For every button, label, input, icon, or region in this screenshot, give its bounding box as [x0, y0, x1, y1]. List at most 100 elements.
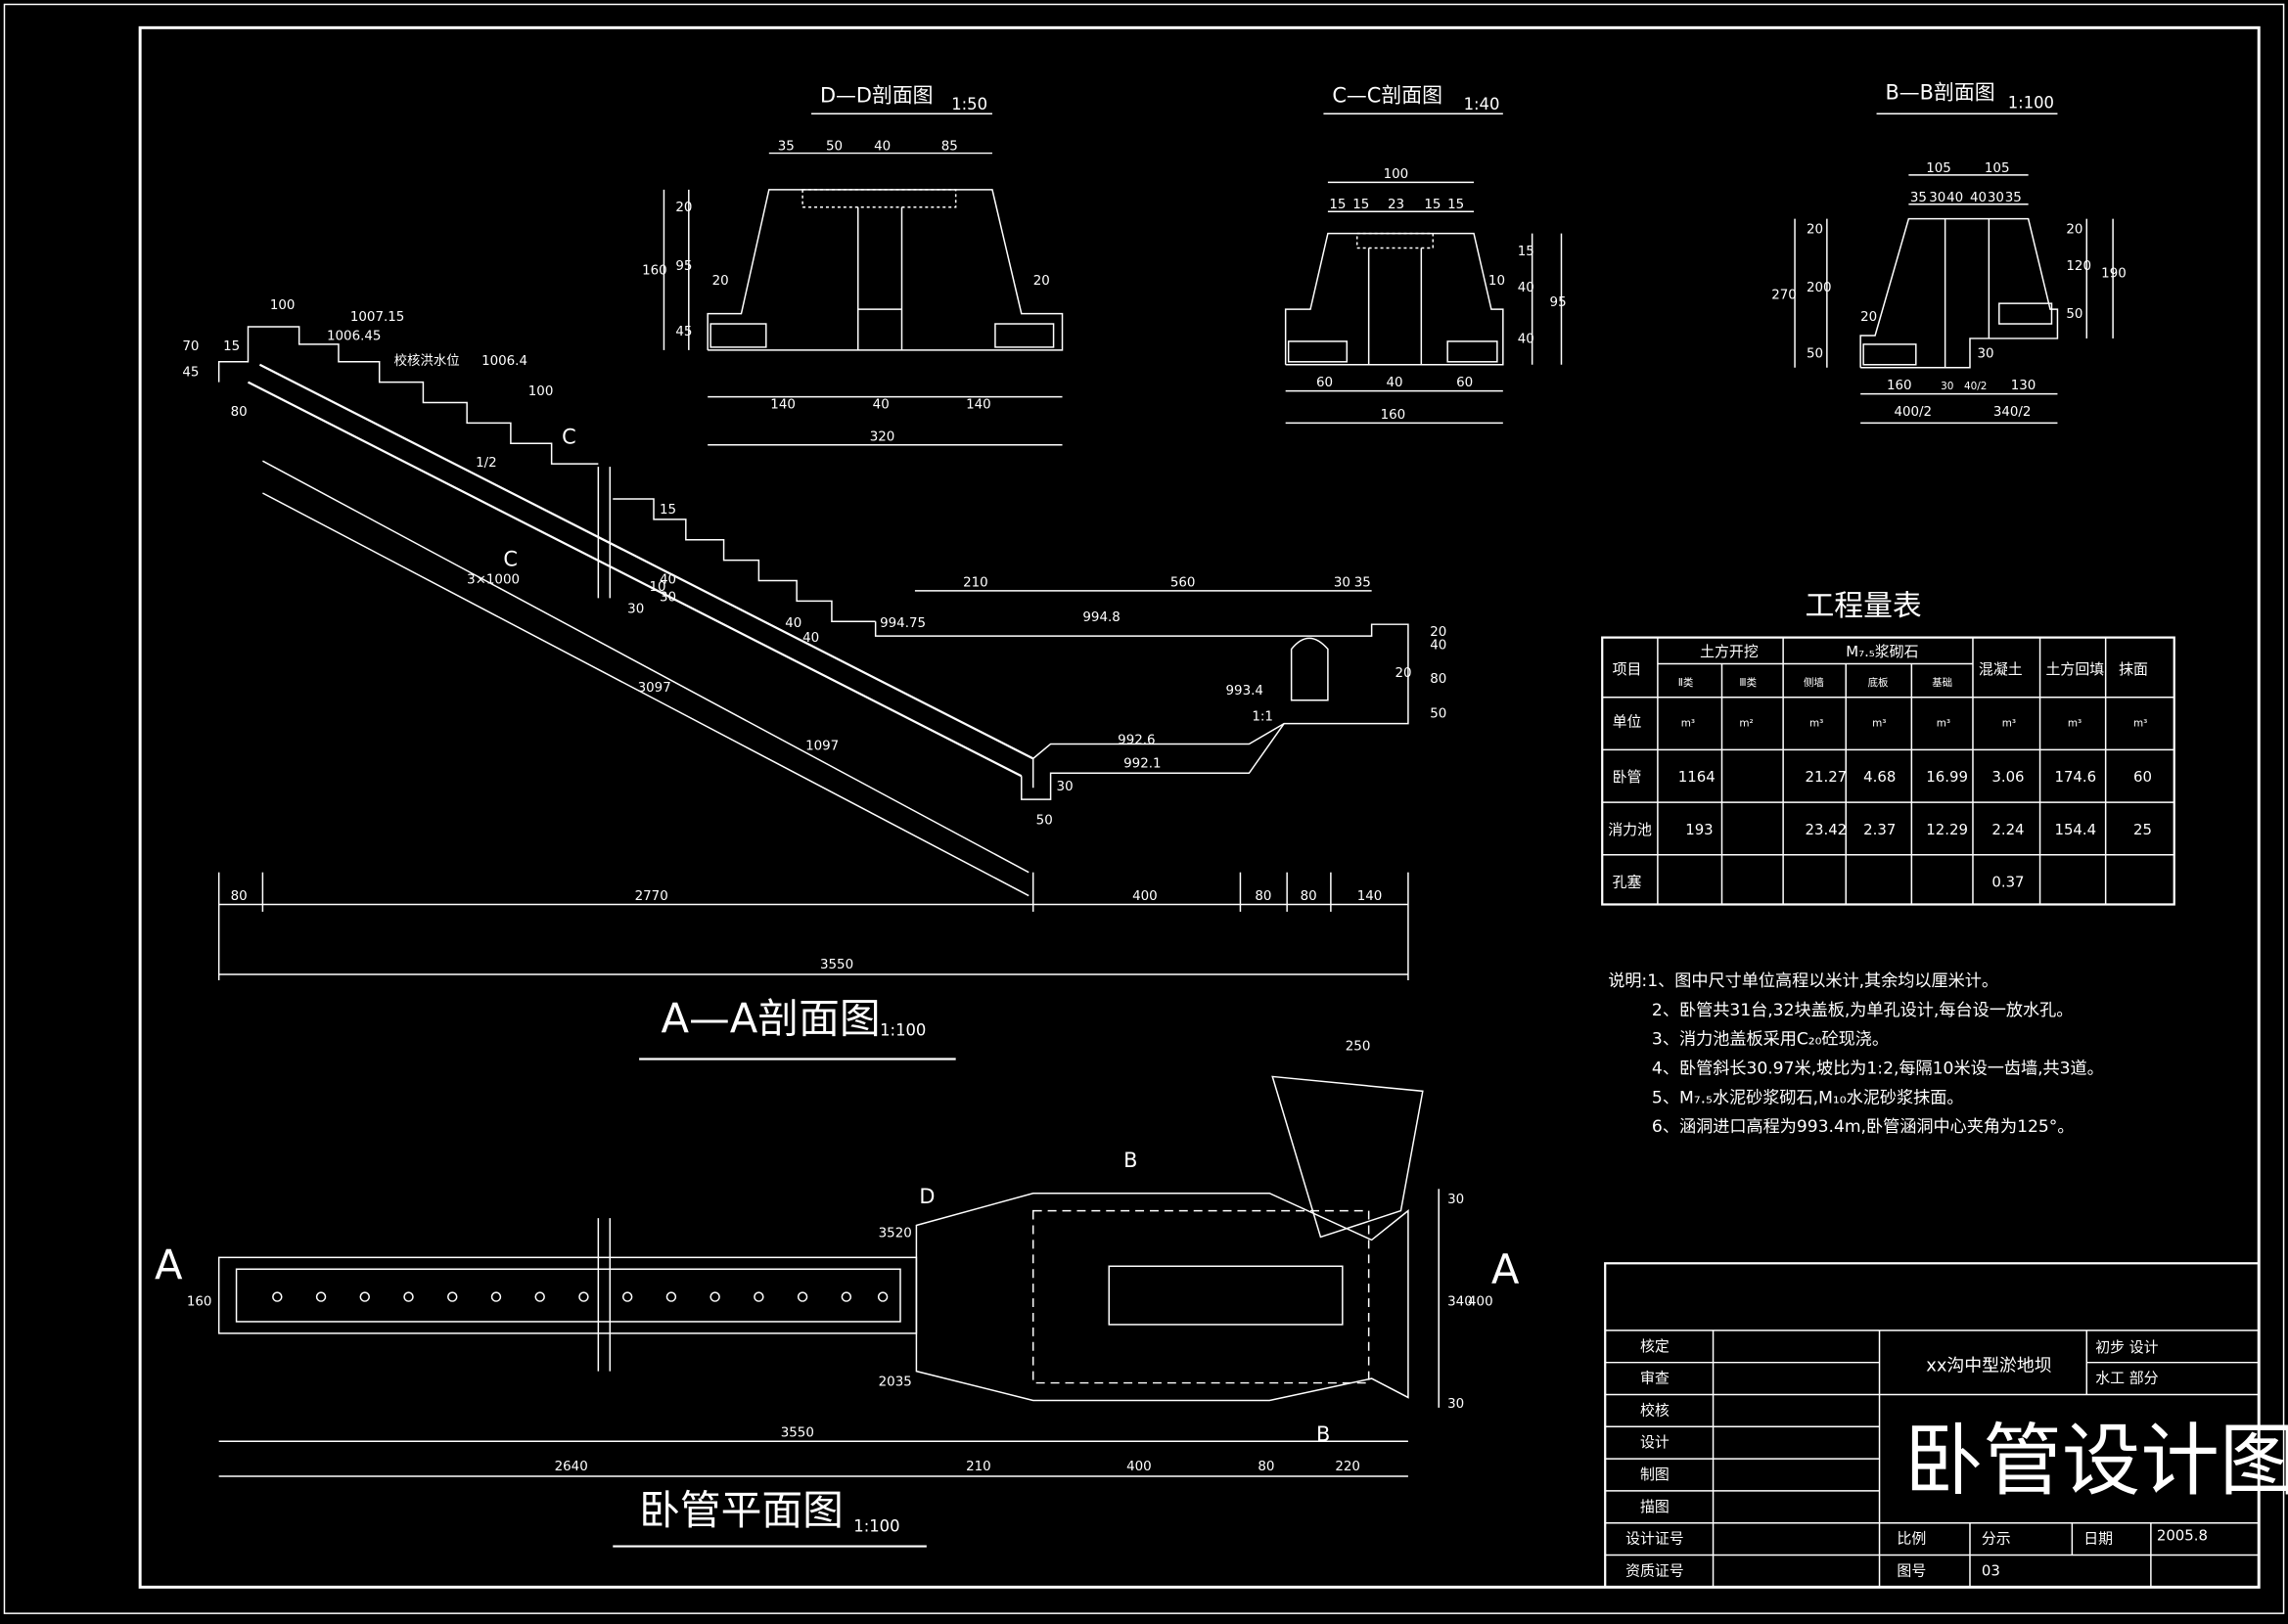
bb-dim: 20 [1860, 310, 1877, 325]
svg-text:卧管: 卧管 [1613, 768, 1642, 786]
table-subheader: 侧墙 [1804, 676, 1824, 689]
aa-label: 3097 [638, 681, 671, 696]
aa-bottom-dim: 80 [1255, 889, 1271, 904]
plan-section-mark: D [919, 1185, 935, 1208]
svg-text:3.06: 3.06 [1991, 768, 2024, 786]
plan-dim: 2640 [555, 1460, 588, 1474]
table-subheader: 基础 [1932, 676, 1952, 689]
aa-elevation: 1007.15 [350, 310, 404, 325]
dd-dim: 160 [642, 263, 667, 278]
svg-text:m³: m³ [1809, 718, 1823, 730]
svg-text:154.4: 154.4 [2054, 821, 2096, 838]
aa-slope: 1:1 [1252, 710, 1273, 725]
aa-label: 20 [1395, 666, 1411, 681]
note-line: 说明:1、图中尺寸单位高程以米计,其余均以厘米计。 [1608, 971, 1998, 991]
cc-dim: 15 [1447, 198, 1464, 212]
svg-text:16.99: 16.99 [1926, 768, 1968, 786]
cc-dim: 60 [1316, 376, 1333, 390]
svg-text:2.24: 2.24 [1991, 821, 2024, 838]
cc-title: C—C剖面图 [1332, 83, 1442, 107]
dd-dim: 40 [874, 140, 891, 155]
plan-label: 250 [1346, 1040, 1371, 1055]
dd-masonry-left [709, 323, 767, 348]
aa-label: 100 [270, 298, 296, 313]
aa-label: 70 [182, 339, 199, 354]
svg-text:孔塞: 孔塞 [1613, 874, 1642, 891]
plan-label: 30 [1447, 1397, 1464, 1412]
svg-text:消力池: 消力池 [1608, 821, 1652, 838]
dd-dim: 320 [870, 429, 895, 444]
svg-text:4.68: 4.68 [1863, 768, 1896, 786]
aa-label: 30 [627, 602, 644, 616]
svg-text:174.6: 174.6 [2054, 768, 2096, 786]
svg-text:m³: m³ [2133, 718, 2147, 730]
aa-elevation: 994.75 [880, 616, 926, 631]
dd-title: D—D剖面图 [820, 83, 934, 107]
bb-dim: 20 [1807, 223, 1823, 238]
aa-label: 80 [1430, 672, 1446, 687]
note-line: 4、卧管斜长30.97米,坡比为1:2,每隔10米设一齿墙,共3道。 [1652, 1059, 2104, 1078]
aa-steps-lower [613, 498, 876, 622]
plan-dim: 80 [1258, 1460, 1274, 1474]
svg-text:21.27: 21.27 [1805, 768, 1847, 786]
bb-dim: 200 [1807, 281, 1832, 295]
aa-label: 20 [1430, 625, 1446, 640]
title-block-row-label: 校核 [1640, 1401, 1670, 1419]
bb-title: B—B剖面图 [1886, 80, 1995, 104]
title-block-row-label: 设计 [1640, 1433, 1670, 1451]
aa-elevation: 994.8 [1082, 610, 1120, 625]
plan-label: 2035 [879, 1376, 912, 1390]
plan-outlet-holes [272, 1291, 889, 1302]
aa-culvert-opening [1290, 637, 1329, 701]
aa-label: 3×1000 [467, 572, 520, 587]
dd-dim: 35 [778, 140, 795, 155]
title-block: 核定 审查 校核 设计 制图 描图 设计证号 资质证号 xx沟中型淤地坝 初步 … [1604, 1262, 2288, 1589]
table-header: M₇.₅浆砌石 [1846, 643, 1918, 660]
dd-dim: 40 [873, 398, 890, 413]
design-dept: 水工 部分 [2095, 1370, 2158, 1387]
cc-dim: 15 [1329, 198, 1346, 212]
bb-dim: 270 [1771, 289, 1797, 303]
bb-dim: 30 [1988, 191, 2004, 205]
inner-frame [138, 25, 2261, 1589]
cc-dim: 40 [1387, 376, 1403, 390]
title-block-row-label: 审查 [1640, 1370, 1670, 1387]
dd-dim: 140 [770, 398, 796, 413]
aa-slope: 1/2 [476, 456, 497, 471]
aa-total-dim: 3550 [820, 958, 853, 972]
bb-dim: 35 [2005, 191, 2022, 205]
aa-elevation: 1006.4 [481, 354, 527, 369]
quantity-table: 工程量表 项目 土方开挖 M₇.₅浆砌石 混凝土 土方回填 抹面 Ⅱ类 Ⅲ类 侧… [1601, 589, 2175, 906]
aa-elevation: 992.6 [1118, 733, 1155, 747]
table-row: 消力池 193 23.42 2.37 12.29 2.24 154.4 25 [1608, 821, 2152, 838]
note-line: 2、卧管共31台,32块盖板,为单孔设计,每台设一放水孔。 [1652, 1001, 2073, 1020]
aa-steps-upper [217, 326, 599, 465]
bb-dim: 30 [1977, 346, 1993, 361]
bb-dim: 340/2 [1993, 405, 2032, 420]
bb-dim: 50 [2066, 307, 2082, 322]
aa-pipe-top [258, 363, 1034, 760]
aa-label: 40 [1430, 639, 1446, 654]
svg-text:单位: 单位 [1613, 713, 1642, 731]
dd-dim: 20 [675, 201, 692, 215]
plan-section-mark-right: A [1491, 1245, 1520, 1293]
table-header: 混凝土 [1979, 660, 2023, 678]
plan-section-mark: B [1123, 1149, 1137, 1172]
aa-label: 15 [660, 503, 676, 518]
table-subheader: Ⅲ类 [1739, 676, 1757, 689]
plan-scale: 1:100 [853, 1517, 899, 1536]
drawing-title: 卧管设计图 [1904, 1415, 2288, 1507]
plan-section-mark: B [1316, 1422, 1330, 1446]
dd-dim: 140 [966, 398, 991, 413]
bb-dim: 40/2 [1964, 381, 1987, 392]
cc-dim: 40 [1518, 281, 1534, 295]
drawing-number-value: 03 [1982, 1561, 2000, 1579]
bb-dim: 40 [1970, 191, 1987, 205]
dd-scale: 1:50 [951, 95, 987, 113]
plan-label: 3520 [879, 1226, 912, 1241]
bb-dim: 190 [2101, 266, 2127, 281]
plan-dim: 3550 [781, 1426, 814, 1441]
svg-text:12.29: 12.29 [1926, 821, 1968, 838]
plan-stilling-basin [915, 1192, 1409, 1402]
